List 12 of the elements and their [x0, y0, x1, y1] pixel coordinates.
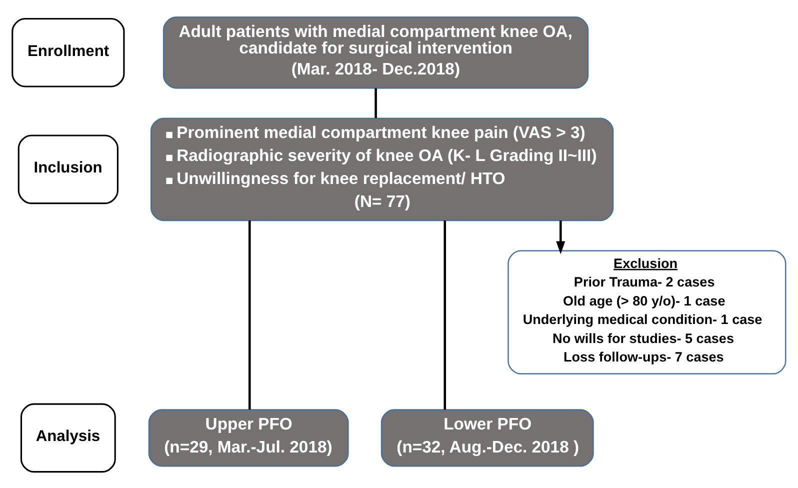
node-box: Adult patients with medial compartment knee OA, candidate for surgical intervention (Mar. 2018- Dec.2018) [162, 16, 589, 88]
connector [444, 220, 446, 410]
node-box: Lower PFO (n=32, Aug.-Dec. 2018 ) [380, 408, 594, 466]
arrow [556, 220, 566, 254]
node-box: Enrollment [12, 17, 125, 87]
node-box: Exclusion Prior Trauma- 2 cases Old age (> 80 y/o)- 1 case Underlying medical condition- 1 case No wills for studies- 5 cases Loss follow-ups- 7 cases [508, 250, 786, 374]
node-box: Inclusion [18, 134, 118, 204]
node-box: Upper PFO (n=29, Mar.-Jul. 2018) [148, 408, 349, 466]
connector [374, 88, 377, 118]
node-box: Prominent medial compartment knee pain (VAS > 3) Radiographic severity of knee OA (K- L Grading II~III) Unwillingness for knee replacement/ HTO (N= 77) [150, 117, 614, 221]
connector [248, 220, 251, 410]
node-box: Analysis [20, 402, 116, 472]
